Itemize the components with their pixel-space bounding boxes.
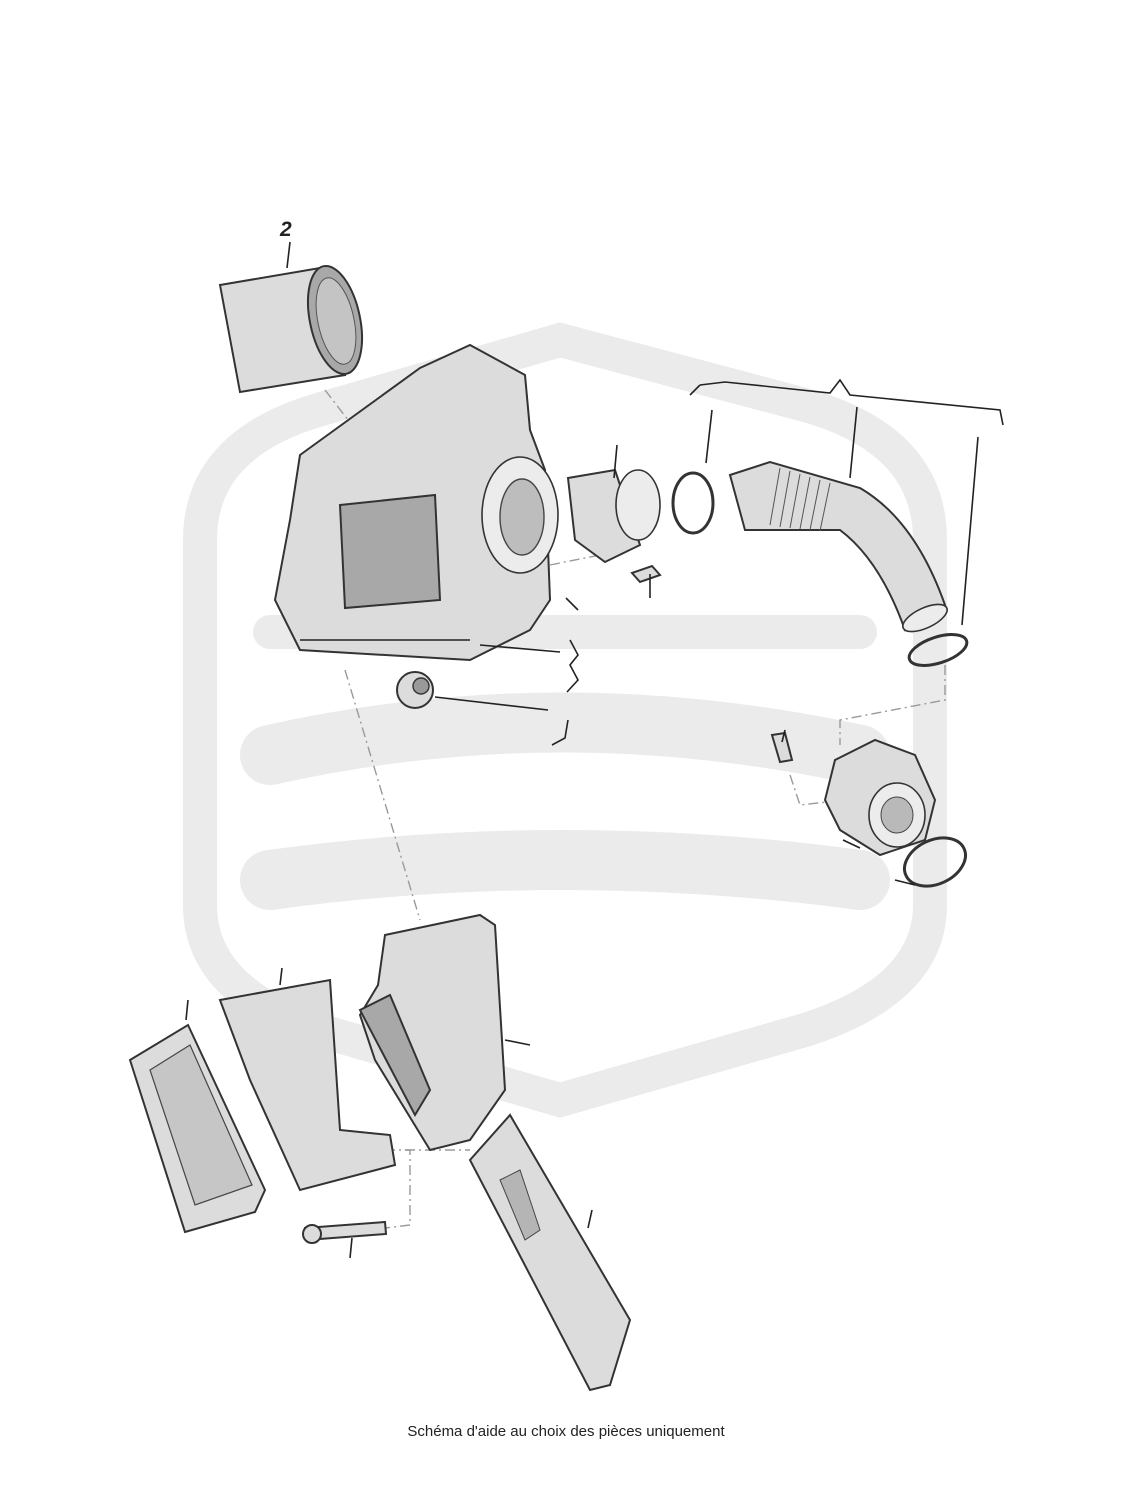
air-guide [218,978,397,1192]
drain-valve [396,671,434,709]
air-mass-meter [823,738,937,857]
air-filter-housing [273,343,559,662]
air-guide-plate [468,1113,632,1392]
footer-note: Schéma d'aide au choix des pièces unique… [407,1423,725,1440]
screws [302,564,794,1244]
leader-lines [185,241,1004,1259]
filter-frame [128,1023,267,1234]
callout-label: 2 [280,218,292,241]
intake-connector [566,468,661,564]
air-filter-cartridge [218,264,363,394]
hose-clamps [671,471,969,888]
intake-hose [728,460,948,633]
intake-duct [358,913,507,1152]
